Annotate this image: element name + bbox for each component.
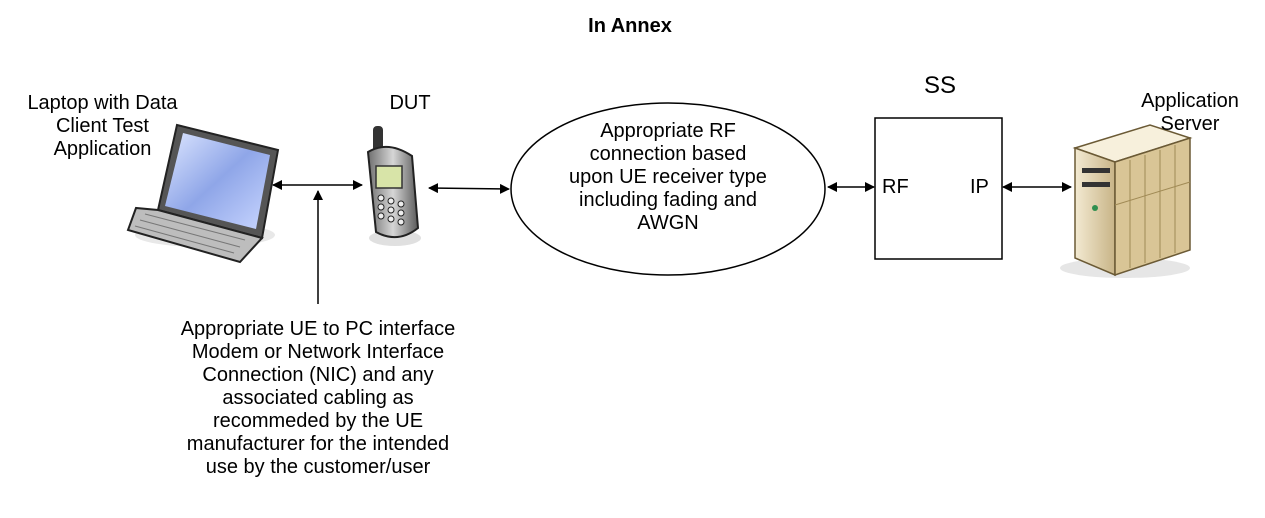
interface-note-line: Modem or Network Interface: [191, 341, 445, 363]
channel-label-line: upon UE receiver type: [569, 166, 767, 188]
rf-channel-ellipse: [510, 102, 826, 276]
interface-note-line: Appropriate UE to PC interface: [180, 318, 456, 340]
server-label-line: Application: [1141, 90, 1239, 112]
ss-port-rf: RF: [882, 176, 909, 198]
server-label: Application Server: [1115, 90, 1265, 136]
ss-port-ip: IP: [970, 176, 989, 198]
phone-icon: [366, 126, 421, 246]
laptop-label-line: Laptop with Data: [27, 92, 178, 114]
laptop-icon: [126, 123, 280, 264]
ss-box: [874, 117, 1003, 260]
dut-channel-link: [428, 183, 510, 194]
laptop-label-line: Application: [53, 138, 152, 160]
interface-note-line: manufacturer for the intended: [186, 433, 450, 455]
laptop-label-line: Client Test: [55, 115, 149, 137]
diagram-title: In Annex: [588, 15, 672, 37]
laptop-label: Laptop with Data Client Test Application: [0, 92, 205, 161]
ss-label: SS: [923, 72, 956, 99]
interface-note-line: recommeded by the UE: [212, 410, 424, 432]
channel-label: Appropriate RF connection based upon UE …: [525, 120, 811, 235]
channel-label-line: Appropriate RF: [600, 120, 736, 142]
interface-note-line: use by the customer/user: [205, 456, 431, 478]
channel-label-line: connection based: [589, 143, 747, 165]
channel-label-line: including fading and: [579, 189, 757, 211]
dut-label: DUT: [389, 92, 431, 114]
server-icon: [1060, 124, 1193, 278]
server-label-line: Server: [1160, 113, 1220, 135]
interface-note-line: Connection (NIC) and any: [202, 364, 434, 386]
interface-note-line: associated cabling as: [222, 387, 414, 409]
channel-label-line: AWGN: [637, 212, 699, 234]
interface-note: Appropriate UE to PC interface Modem or …: [128, 318, 508, 479]
